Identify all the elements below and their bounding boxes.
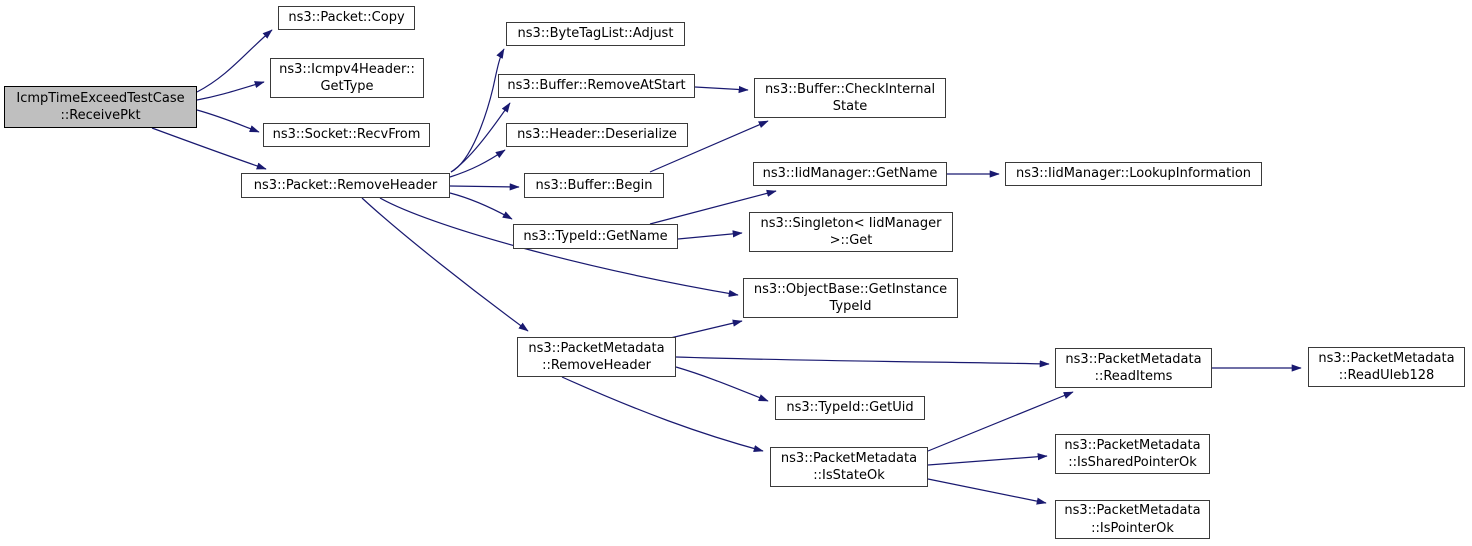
node-packetmetadata-isstateok[interactable]: ns3::PacketMetadata::IsStateOk (770, 447, 928, 487)
node-label-line: State (832, 99, 868, 114)
node-packetmetadata-removeheader[interactable]: ns3::PacketMetadata::RemoveHeader (517, 337, 676, 377)
node-bytetaglist-adjust[interactable]: ns3::ByteTagList::Adjust (506, 22, 685, 46)
node-singleton-get[interactable]: ns3::Singleton< IidManager>::Get (749, 212, 953, 252)
node-label-line: ns3::PacketMetadata (1064, 437, 1201, 453)
node-label-line: ns3::Header::Deserialize (517, 127, 677, 143)
node-buffer-removeatstart[interactable]: ns3::Buffer::RemoveAtStart (498, 74, 695, 98)
node-label-line: ::RemoveHeader (542, 358, 651, 373)
node-label-line: ns3::Icmpv4Header:: (279, 61, 415, 77)
node-label-line: ns3::PacketMetadata (1064, 503, 1201, 519)
node-label-line: ns3::Packet::Copy (288, 10, 405, 26)
node-label-line: ::IsPointerOk (1091, 520, 1174, 536)
node-label-line: ns3::IidManager::GetName (762, 166, 938, 182)
node-header-deserialize[interactable]: ns3::Header::Deserialize (506, 123, 688, 147)
node-label-line: ns3::Singleton< IidManager (760, 215, 942, 231)
edge-packetmetadata-removeheader-to-objectbase-getinstancetypeid (661, 319, 743, 341)
node-label-line: GetType (320, 79, 374, 94)
node-packetmetadata-issharedpointerok[interactable]: ns3::PacketMetadata::IsSharedPointerOk (1055, 434, 1210, 474)
node-label-line: ::IsStateOk (813, 468, 885, 483)
edge-receivepkt-to-packet-copy (196, 29, 273, 93)
node-label-line: ns3::ByteTagList::Adjust (517, 26, 674, 42)
node-label-line: ns3::PacketMetadata (1065, 351, 1202, 367)
edge-packetmetadata-isstateok-to-packetmetadata-issharedpointerok (927, 453, 1048, 466)
edge-packet-removeheader-to-packetmetadata-removeheader (361, 197, 529, 332)
node-label-line: ::ReadUleb128 (1338, 368, 1435, 383)
node-packet-removeheader[interactable]: ns3::Packet::RemoveHeader (241, 173, 450, 198)
node-iidmanager-getname[interactable]: ns3::IidManager::GetName (753, 162, 947, 186)
node-label-line: ns3::Packet::RemoveHeader (253, 177, 438, 193)
node-buffer-begin[interactable]: ns3::Buffer::Begin (524, 173, 664, 198)
node-label-line: ::ReceivePkt (60, 108, 141, 123)
node-label-line: ns3::PacketMetadata (528, 340, 665, 356)
node-label-line: ns3::Socket::RecvFrom (272, 127, 421, 143)
edge-receivepkt-to-icmpv4header-gettype (196, 81, 265, 101)
edge-packetmetadata-isstateok-to-packetmetadata-ispointerok (927, 478, 1047, 505)
node-label-line: ns3::Buffer::CheckInternal (764, 81, 936, 97)
edge-packetmetadata-removeheader-to-typeid-getuid (675, 366, 769, 402)
node-label-line: ns3::Buffer::Begin (535, 177, 653, 193)
node-label-line: ns3::Buffer::RemoveAtStart (507, 78, 686, 94)
node-typeid-getuid[interactable]: ns3::TypeId::GetUid (775, 396, 925, 420)
edge-packetmetadata-removeheader-to-packetmetadata-isstateok (561, 376, 764, 453)
node-packet-copy[interactable]: ns3::Packet::Copy (278, 6, 415, 30)
edge-buffer-removeatstart-to-buffer-checkinternalstate (694, 85, 749, 94)
edge-packet-removeheader-to-buffer-begin (449, 183, 520, 191)
node-label-line: TypeId (829, 299, 872, 314)
edge-receivepkt-to-socket-recvfrom (196, 109, 260, 133)
node-label-line: ns3::ObjectBase::GetInstance (753, 281, 948, 297)
node-label-line: ::IsSharedPointerOk (1068, 455, 1197, 470)
edge-receivepkt-to-packet-removeheader (151, 127, 267, 170)
node-packetmetadata-readuleb128[interactable]: ns3::PacketMetadata::ReadUleb128 (1308, 347, 1465, 387)
node-typeid-getname[interactable]: ns3::TypeId::GetName (513, 224, 678, 249)
node-socket-recvfrom[interactable]: ns3::Socket::RecvFrom (263, 123, 430, 147)
node-iidmanager-lookupinformation[interactable]: ns3::IidManager::LookupInformation (1005, 162, 1262, 186)
edge-packet-removeheader-to-buffer-removeatstart (450, 102, 511, 173)
node-label-line: ns3::IidManager::LookupInformation (1015, 166, 1252, 182)
edge-packet-removeheader-to-header-deserialize (449, 149, 506, 178)
node-packetmetadata-readitems[interactable]: ns3::PacketMetadata::ReadItems (1055, 348, 1212, 388)
edge-packetmetadata-removeheader-to-packetmetadata-readitems (675, 356, 1050, 368)
edge-packet-removeheader-to-typeid-getname (449, 192, 513, 220)
node-icmpv4header-gettype[interactable]: ns3::Icmpv4Header::GetType (270, 58, 424, 98)
node-packetmetadata-ispointerok[interactable]: ns3::PacketMetadata::IsPointerOk (1055, 500, 1210, 539)
node-label-line: ns3::PacketMetadata (780, 450, 918, 466)
node-label-line: ns3::PacketMetadata (1318, 350, 1455, 366)
edge-packetmetadata-isstateok-to-packetmetadata-readitems (927, 391, 1074, 452)
node-label-line: IcmpTimeExceedTestCase (16, 90, 185, 106)
node-label-line: >::Get (829, 233, 873, 248)
node-receivepkt: IcmpTimeExceedTestCase::ReceivePkt (4, 86, 197, 128)
edge-buffer-begin-to-buffer-checkinternalstate (649, 120, 769, 173)
node-label-line: ns3::TypeId::GetUid (786, 400, 914, 416)
edge-typeid-getname-to-singleton-get (677, 230, 743, 240)
node-label-line: ::ReadItems (1094, 369, 1173, 384)
edge-typeid-getname-to-iidmanager-getname (649, 189, 777, 225)
node-label-line: ns3::TypeId::GetName (523, 228, 668, 244)
edge-packet-removeheader-to-bytetaglist-adjust (450, 48, 505, 173)
